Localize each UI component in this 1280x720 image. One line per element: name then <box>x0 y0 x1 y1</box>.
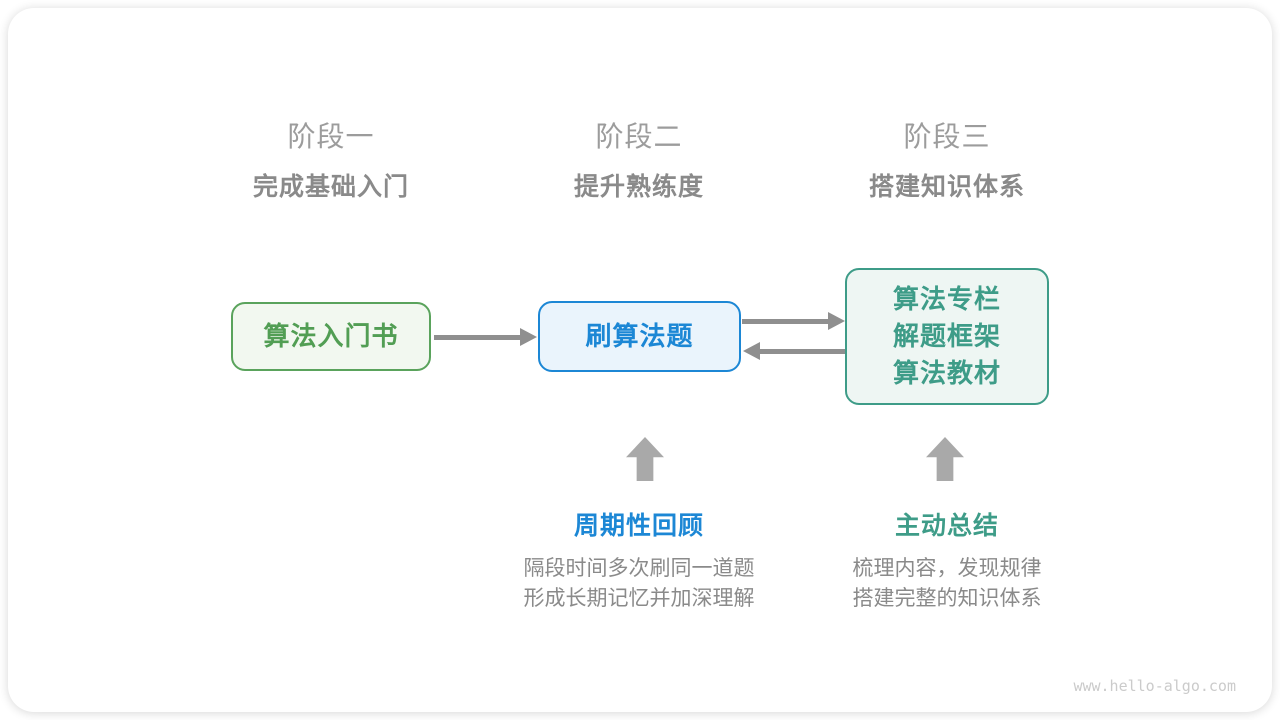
annotation-summarize-desc-line-2: 搭建完整的知识体系 <box>852 587 1042 610</box>
stage-1-header: 阶段一 完成基础入门 <box>171 118 491 204</box>
annotation-review-desc: 隔段时间多次刷同一道题 形成长期记忆并加深理解 <box>459 554 819 614</box>
node-knowledge: 算法专栏 解题框架 算法教材 <box>845 268 1049 405</box>
node-practice: 刷算法题 <box>538 301 741 372</box>
annotation-summarize-desc: 梳理内容，发现规律 搭建完整的知识体系 <box>767 554 1127 614</box>
annotation-review-desc-line-2: 形成长期记忆并加深理解 <box>523 587 755 610</box>
node-knowledge-line-3: 算法教材 <box>892 358 1001 388</box>
stage-2-subtitle: 提升熟练度 <box>573 173 704 201</box>
node-knowledge-line-1: 算法专栏 <box>892 284 1001 314</box>
stage-2-header: 阶段二 提升熟练度 <box>479 118 799 204</box>
annotation-review-label: 周期性回顾 <box>573 512 704 540</box>
annotation-summarize-label: 主动总结 <box>894 512 999 540</box>
arrow-knowledge-to-practice-icon <box>743 342 845 360</box>
annotation-summarize-desc-line-1: 梳理内容，发现规律 <box>852 557 1042 580</box>
stage-3-header: 阶段三 搭建知识体系 <box>787 118 1107 204</box>
node-intro-book: 算法入门书 <box>231 302 431 371</box>
stage-2-title: 阶段二 <box>595 121 683 152</box>
arrow-practice-to-knowledge-icon <box>742 312 845 330</box>
arrow-intro-to-practice-icon <box>434 328 537 346</box>
watermark: www.hello-algo.com <box>1073 677 1236 695</box>
stage-1-subtitle: 完成基础入门 <box>252 173 409 201</box>
node-intro-book-label: 算法入门书 <box>263 321 399 351</box>
annotation-review-desc-line-1: 隔段时间多次刷同一道题 <box>523 557 755 580</box>
stage-3-subtitle: 搭建知识体系 <box>868 173 1025 201</box>
stage-1-title: 阶段一 <box>287 121 375 152</box>
node-knowledge-line-2: 解题框架 <box>892 321 1001 351</box>
node-practice-label: 刷算法题 <box>585 321 694 351</box>
stage-3-title: 阶段三 <box>903 121 991 152</box>
